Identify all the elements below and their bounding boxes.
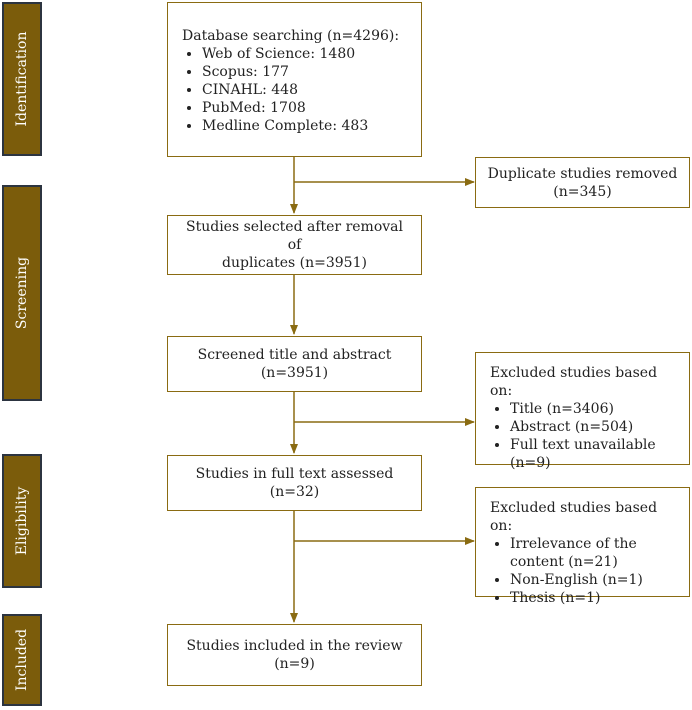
- duplicates-removed-box: Duplicate studies removed (n=345): [475, 157, 690, 208]
- studies-selected-box: Studies selected after removal of duplic…: [167, 215, 422, 275]
- excluded1-continuation: (n=9): [510, 455, 551, 471]
- included-line1: Studies included in the review: [186, 638, 403, 654]
- stage-included: Included: [2, 614, 42, 706]
- list-item: Abstract (n=504): [510, 418, 679, 436]
- list-item: Irrelevance of the content (n=21): [510, 535, 679, 571]
- full-text-assessed-box: Studies in full text assessed (n=32): [167, 455, 422, 511]
- screened-box: Screened title and abstract (n=3951): [167, 336, 422, 392]
- fulltext-line1: Studies in full text assessed: [195, 466, 394, 482]
- stage-identification: Identification: [2, 2, 42, 156]
- selected-line1: Studies selected after removal of: [186, 219, 403, 253]
- fulltext-line2: (n=32): [269, 484, 320, 500]
- excluded-studies-box-2: Excluded studies based on: Irrelevance o…: [475, 487, 690, 606]
- excluded2-list: Irrelevance of the content (n=21) Non-Eng…: [490, 535, 679, 607]
- excluded1-list: Title (n=3406) Abstract (n=504) Full tex…: [490, 400, 679, 454]
- list-item: CINAHL: 448: [202, 81, 411, 99]
- included-line2: (n=9): [274, 656, 315, 672]
- list-item: Full text unavailable: [510, 436, 679, 454]
- list-item: PubMed: 1708: [202, 99, 411, 117]
- list-item: Title (n=3406): [510, 400, 679, 418]
- duplicates-line1: Duplicate studies removed: [487, 165, 678, 182]
- screened-line1: Screened title and abstract: [197, 347, 392, 363]
- excluded2-item-line1: Irrelevance of the: [510, 536, 637, 552]
- database-searching-box: Database searching (n=4296): Web of Scie…: [167, 2, 422, 157]
- database-list: Web of Science: 1480 Scopus: 177 CINAHL:…: [182, 45, 411, 135]
- stage-screening: Screening: [2, 185, 42, 401]
- database-searching-title: Database searching (n=4296):: [182, 28, 400, 44]
- excluded2-item-line2: content (n=21): [510, 554, 618, 570]
- list-item: Thesis (n=1): [510, 589, 679, 607]
- list-item: Scopus: 177: [202, 63, 411, 81]
- screened-line2: (n=3951): [260, 365, 329, 381]
- stage-eligibility: Eligibility: [2, 454, 42, 588]
- excluded2-title: Excluded studies based on:: [490, 500, 658, 534]
- studies-included-box: Studies included in the review (n=9): [167, 624, 422, 686]
- excluded-studies-box-1: Excluded studies based on: Title (n=3406…: [475, 352, 690, 471]
- selected-line2: duplicates (n=3951): [222, 255, 367, 271]
- list-item: Medline Complete: 483: [202, 117, 411, 135]
- list-item: Non-English (n=1): [510, 571, 679, 589]
- list-item: Web of Science: 1480: [202, 45, 411, 63]
- duplicates-line2: (n=345): [553, 183, 612, 200]
- excluded1-title: Excluded studies based on:: [490, 365, 658, 399]
